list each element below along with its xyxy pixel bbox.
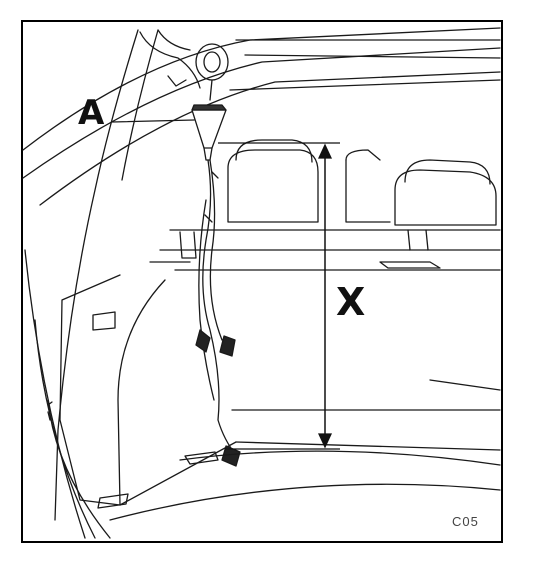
dimension-arrow-head-top bbox=[317, 143, 333, 159]
dimension-x bbox=[218, 142, 340, 450]
roof-hook bbox=[139, 29, 229, 101]
rear-pillar bbox=[24, 29, 159, 539]
label-a-leader bbox=[111, 119, 195, 123]
cargo-floor bbox=[109, 379, 501, 521]
roof-lines bbox=[22, 27, 501, 206]
reference-code: C05 bbox=[452, 514, 479, 529]
attachment-cone bbox=[191, 104, 227, 161]
rear-seats bbox=[149, 139, 501, 271]
label-x: X bbox=[336, 280, 366, 324]
cargo-side-wall bbox=[47, 274, 237, 509]
dimension-arrow-head-bottom bbox=[317, 433, 333, 449]
label-a: A bbox=[78, 93, 105, 133]
